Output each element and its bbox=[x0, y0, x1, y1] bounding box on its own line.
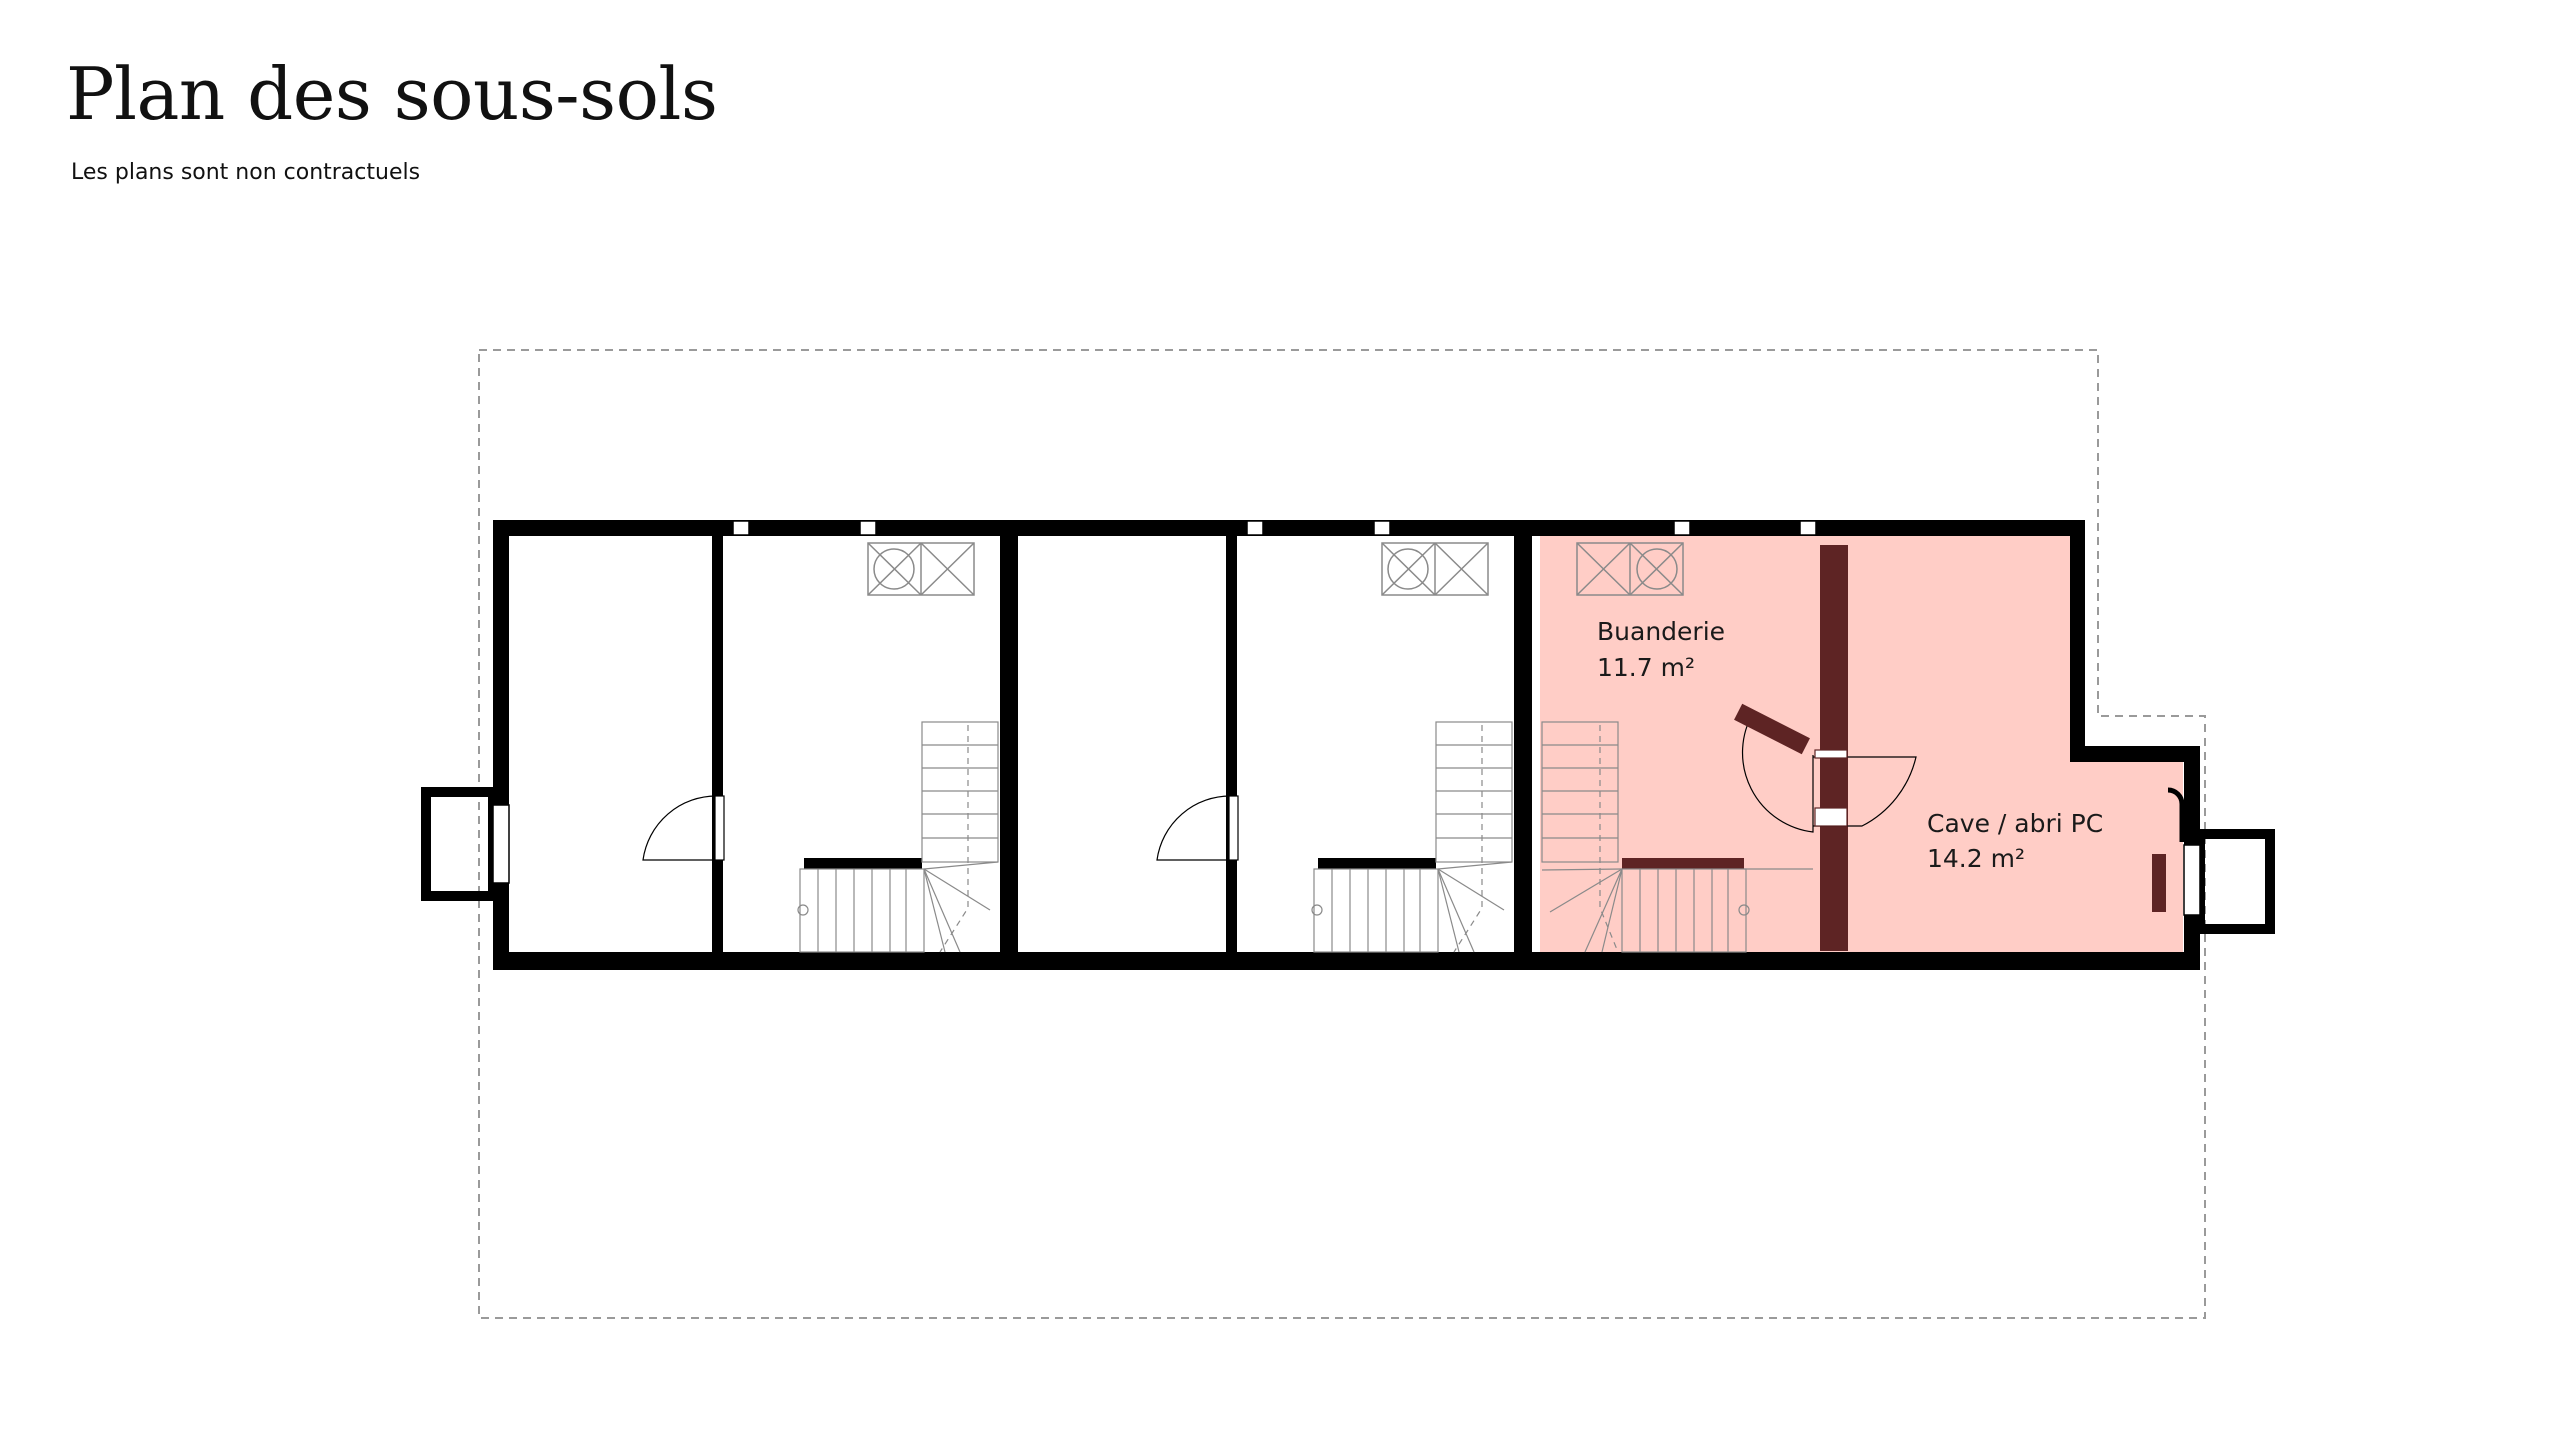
wall-openings bbox=[732, 520, 1817, 536]
doors bbox=[642, 712, 1917, 861]
page-subtitle: Les plans sont non contractuels bbox=[71, 160, 421, 185]
door-leaf-cave bbox=[2152, 854, 2166, 912]
room-area-cave: 14.2 m² bbox=[1927, 844, 2025, 873]
parcel-outline bbox=[478, 349, 2206, 1319]
stairs-unit-2 bbox=[1311, 721, 1513, 953]
door-leaf-buanderie bbox=[1734, 703, 1810, 755]
door-frame-cave bbox=[2167, 787, 2185, 842]
highlight-walls bbox=[1622, 545, 1848, 951]
light-well-right bbox=[2183, 829, 2275, 934]
page-title: Plan des sous-sols bbox=[66, 52, 718, 136]
stairs-unit-1 bbox=[797, 721, 999, 953]
interior-walls bbox=[712, 534, 1532, 954]
room-area-buanderie: 11.7 m² bbox=[1597, 653, 1695, 682]
room-label-cave: Cave / abri PC bbox=[1927, 809, 2103, 838]
room-cave-fill bbox=[1813, 534, 2183, 952]
stairs-unit-3 bbox=[1541, 721, 1813, 953]
room-label-buanderie: Buanderie bbox=[1597, 617, 1725, 646]
window-fixtures bbox=[867, 542, 1684, 596]
light-well-left bbox=[421, 787, 510, 901]
